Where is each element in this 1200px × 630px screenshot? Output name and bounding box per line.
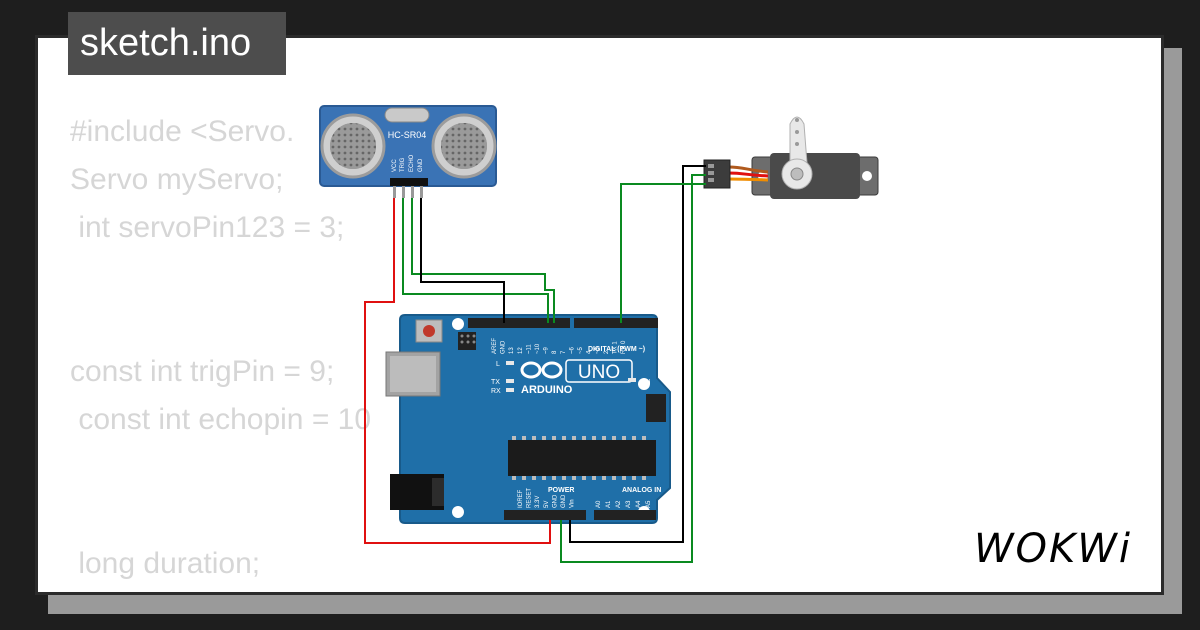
- wire-servo-power[interactable]: [560, 174, 706, 563]
- pin-label: AREF: [492, 338, 498, 354]
- pin-label: 4: [587, 350, 593, 354]
- pin-label: ~10: [535, 343, 541, 354]
- pin-label: A3: [626, 500, 632, 508]
- digital-label: DIGITAL (PWM ~): [588, 346, 645, 353]
- pin-label: 3.3V: [535, 496, 541, 508]
- power-label: POWER: [548, 487, 574, 494]
- wire-vcc[interactable]: [364, 198, 551, 544]
- code-line: long duration;: [70, 547, 261, 580]
- wires: [364, 165, 706, 563]
- board-brand: ARDUINO: [521, 384, 573, 396]
- wokwi-logo: WOKWi: [974, 526, 1132, 572]
- led-rx-label: RX: [491, 388, 501, 395]
- pin-label: 12: [518, 347, 524, 354]
- analog-label: ANALOG IN: [622, 487, 661, 494]
- code-line: #include <Servo.: [70, 115, 295, 148]
- pin-label: ~6: [569, 346, 575, 354]
- code-preview: #include <Servo. Servo myServo; int servo…: [70, 108, 372, 592]
- pin-label: 7: [561, 350, 567, 354]
- pin-label: ~5: [578, 346, 584, 354]
- pin-label: 5V: [544, 501, 550, 508]
- sensor-model-label: HC-SR04: [388, 130, 427, 140]
- wire-gnd-sensor[interactable]: [420, 198, 505, 323]
- pin-label: RESET: [527, 488, 533, 508]
- pin-label: ~11: [526, 344, 532, 354]
- wire-echo[interactable]: [411, 198, 555, 323]
- hc-sr04-sensor[interactable]: HC-SR04 VCC TRIG ECHO GND: [319, 105, 497, 198]
- sensor-pin-vcc: VCC: [392, 159, 398, 172]
- code-line: int servoPin123 = 3;: [70, 211, 345, 244]
- servo-motor[interactable]: [703, 116, 879, 199]
- sensor-pin-trig: TRIG: [400, 157, 406, 172]
- pin-label: A5: [646, 500, 652, 508]
- pin-label: ~9: [544, 346, 550, 354]
- led-on-label: ON: [640, 379, 651, 386]
- wire-gnd-servo[interactable]: [569, 165, 706, 543]
- pin-label: ~3: [595, 346, 601, 354]
- pin-label: IOREF: [518, 489, 524, 508]
- code-line: Servo myServo;: [70, 163, 284, 196]
- wire-trig[interactable]: [402, 198, 549, 323]
- pin-label: 8: [552, 350, 558, 354]
- pin-label: A4: [636, 500, 642, 508]
- board-model: UNO: [578, 362, 620, 383]
- pin-label: A0: [596, 500, 602, 508]
- pin-label: Vin: [570, 499, 576, 508]
- pin-label: GND: [552, 494, 558, 508]
- arduino-uno-board[interactable]: ARDUINO UNO DIGITAL (PWM ~) POWER ANALOG…: [385, 314, 671, 524]
- led-tx-label: TX: [491, 379, 500, 386]
- code-line: const int trigPin = 9;: [70, 355, 335, 388]
- pin-label: A2: [616, 500, 622, 508]
- pin-label: GND: [561, 494, 567, 508]
- file-tab-title[interactable]: sketch.ino: [68, 12, 286, 75]
- led-l-label: L: [496, 361, 500, 368]
- pin-label: A1: [606, 500, 612, 508]
- sensor-pin-gnd: GND: [418, 158, 424, 172]
- code-line: const int echopin = 10: [70, 403, 372, 436]
- sensor-pin-echo: ECHO: [409, 154, 415, 172]
- pin-label: TX 1: [612, 341, 618, 354]
- wire-servo-signal[interactable]: [620, 183, 706, 323]
- pin-label: 2: [604, 350, 610, 354]
- pin-label: RX 0: [621, 340, 627, 354]
- pin-label: GND: [501, 340, 507, 354]
- pin-label: 13: [509, 347, 515, 354]
